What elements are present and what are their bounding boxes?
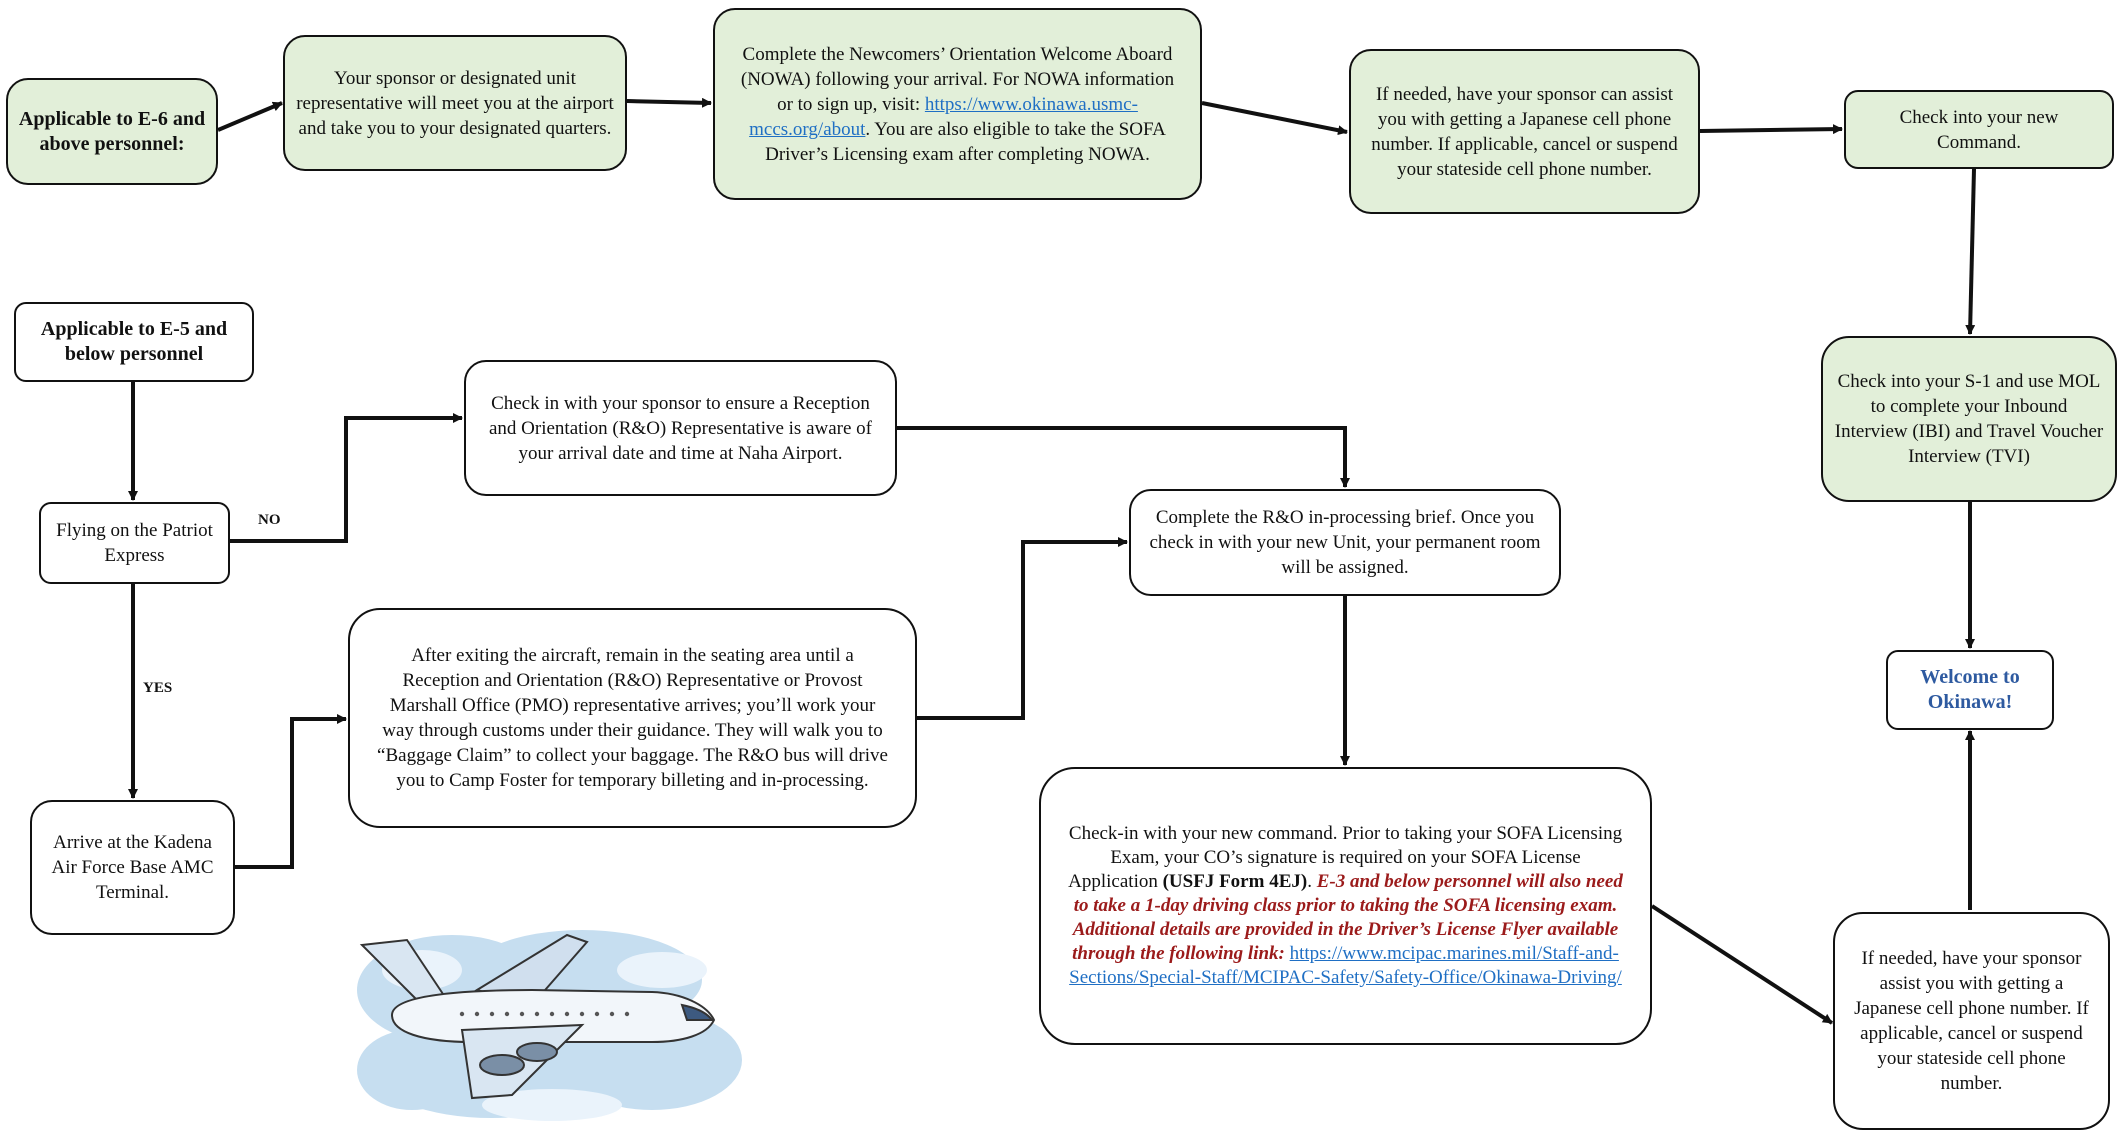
e5-applicability-box: Applicable to E-5 and below personnel <box>14 302 254 382</box>
welcome-text: Welcome to Okinawa! <box>1920 666 2020 713</box>
phone-e5-text: If needed, have your sponsor assist you … <box>1854 948 2089 1094</box>
phone-box-e5: If needed, have your sponsor assist you … <box>1833 912 2110 1130</box>
phone-box-e6: If needed, have your sponsor can assist … <box>1349 49 1700 214</box>
command-license-box: Check-in with your new command. Prior to… <box>1039 767 1652 1045</box>
no-label: NO <box>258 512 281 528</box>
yes-label: YES <box>143 680 173 696</box>
e5-applicability-text: Applicable to E-5 and below personnel <box>40 318 228 365</box>
exit-aircraft-box: After exiting the aircraft, remain in th… <box>348 608 917 828</box>
arrow-exit-to-brief <box>917 537 1128 720</box>
nowa-link[interactable]: https://www.okinawa.usmc-mccs.org/about <box>749 93 1138 140</box>
usfj-form-text: (USFJ Form 4EJ) <box>1162 871 1308 892</box>
kadena-terminal-text: Arrive at the Kadena Air Force Base AMC … <box>51 832 214 903</box>
arrow-kadena-to-exit <box>235 714 347 869</box>
command-license-text: Check-in with your new command. Prior to… <box>1068 823 1623 892</box>
driving-flyer-link[interactable]: https://www.mcipac.marines.mil/Staff-and… <box>1069 943 1622 988</box>
welcome-box: Welcome to Okinawa! <box>1886 650 2054 730</box>
sponsor-checkin-text: Check in with your sponsor to ensure a R… <box>488 392 873 464</box>
exit-aircraft-text: After exiting the aircraft, remain in th… <box>377 645 888 791</box>
command-checkin-box: Check into your new Command. <box>1844 90 2114 169</box>
command-license-separator: . <box>1307 871 1317 892</box>
ro-brief-text: Complete the R&O in-processing brief. On… <box>1149 507 1541 578</box>
sponsor-checkin-box: Check in with your sponsor to ensure a R… <box>464 360 897 496</box>
driving-class-notice: E-3 and below personnel will also need t… <box>1072 871 1623 964</box>
command-checkin-text: Check into your new Command. <box>1899 106 2059 153</box>
arrow-e6-to-sponsor <box>217 101 283 132</box>
arrow-checkin-to-s1 <box>1965 168 1976 335</box>
kadena-terminal-box: Arrive at the Kadena Air Force Base AMC … <box>30 800 235 935</box>
sponsor-meet-text: Your sponsor or designated unit represen… <box>296 67 614 139</box>
patriot-express-text: Flying on the Patriot Express <box>56 520 213 566</box>
arrow-cmd-to-phone2 <box>1650 904 1834 1025</box>
nowa-text-intro: Complete the Newcomers’ Orientation Welc… <box>740 43 1175 115</box>
arrow-phone-to-checkin <box>1699 124 1843 135</box>
sponsor-meet-box: Your sponsor or designated unit represen… <box>283 35 627 171</box>
patriot-express-decision-box: Flying on the Patriot Express <box>39 502 230 584</box>
s1-checkin-box: Check into your S-1 and use MOL to compl… <box>1821 336 2117 502</box>
arrow-flying-no <box>230 413 463 543</box>
arrow-sponsorcheck-to-brief <box>897 426 1350 488</box>
airplane-icon <box>359 933 716 1100</box>
e6-applicability-text: Applicable to E-6 and above personnel: <box>18 107 206 155</box>
e6-applicability-box: Applicable to E-6 and above personnel: <box>6 78 218 185</box>
ro-brief-box: Complete the R&O in-processing brief. On… <box>1129 489 1561 596</box>
arrow-nowa-to-phone <box>1201 101 1348 136</box>
nowa-box: Complete the Newcomers’ Orientation Welc… <box>713 8 1202 200</box>
airplane-illustration <box>357 930 742 1121</box>
arrow-sponsor-to-nowa <box>626 97 712 108</box>
phone-e6-text: If needed, have your sponsor can assist … <box>1371 83 1678 180</box>
s1-checkin-text: Check into your S-1 and use MOL to compl… <box>1834 371 2104 467</box>
nowa-text-outro: . You are also eligible to take the SOFA… <box>765 118 1166 165</box>
